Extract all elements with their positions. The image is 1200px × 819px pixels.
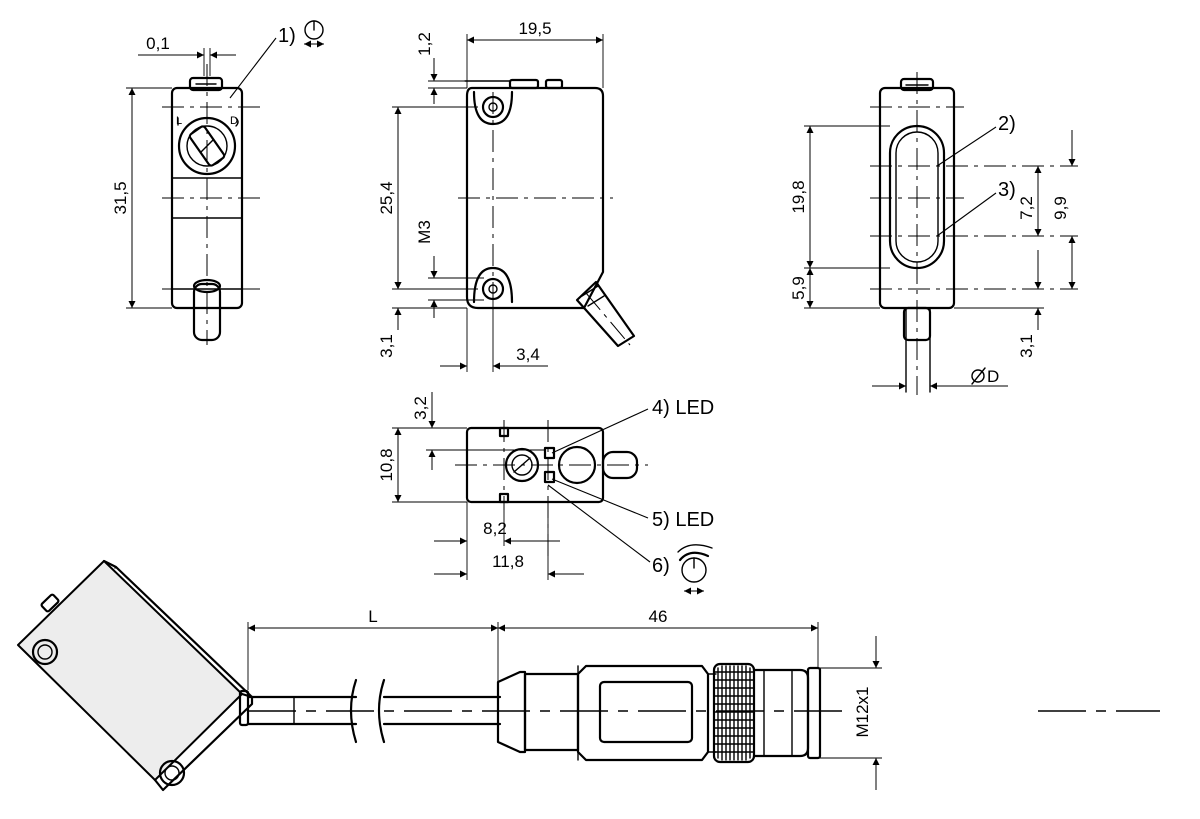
dim-7-2: 7,2: [1017, 196, 1036, 220]
dim-3-4: 3,4: [516, 345, 540, 364]
top-view: 10,8 3,2 8,2 11,8 4) LED 5) LED 6): [377, 392, 714, 595]
callout-4: 4) LED: [652, 397, 714, 419]
dim-3-2: 3,2: [411, 396, 430, 420]
callout-6: 6): [652, 555, 670, 577]
dim-l: L: [368, 607, 377, 626]
dim-19-8: 19,8: [789, 180, 808, 213]
dim-9-9: 9,9: [1051, 196, 1070, 220]
side-view-potentiometer: L D 31,5 0,1 1): [111, 20, 324, 345]
dim-10-8: 10,8: [377, 448, 396, 481]
dim-46: 46: [649, 607, 668, 626]
diameter-symbol: [971, 367, 986, 385]
front-view-lens: 19,8 5,9 7,2 9,9 3,1 D 2) 3): [789, 72, 1078, 395]
dim-19-5: 19,5: [518, 19, 551, 38]
callout-5: 5) LED: [652, 509, 714, 531]
svg-text:L: L: [176, 115, 182, 127]
adjust-dial-icon: [677, 544, 713, 595]
dim-31-5: 31,5: [111, 181, 130, 214]
dim-3-1-front: 3,1: [1017, 334, 1036, 358]
dim-11-8: 11,8: [492, 552, 524, 571]
dim-1-2: 1,2: [415, 32, 434, 56]
dim-0-1: 0,1: [146, 34, 170, 53]
dim-3-1-side: 3,1: [377, 334, 396, 358]
dim-m12x1: M12x1: [853, 686, 872, 737]
cable-connector-view: L 46 M12x1: [17, 559, 1160, 792]
dim-dia-d: D: [987, 367, 999, 386]
dim-m3: M3: [415, 220, 434, 244]
main-side-view: 19,5 1,2 25,4 M3 3,1 3,4: [377, 19, 636, 372]
svg-text:D: D: [230, 115, 238, 127]
callout-3: 3): [998, 179, 1016, 201]
adjust-icon: [304, 20, 324, 48]
callout-1: 1): [278, 25, 296, 47]
dim-25-4: 25,4: [377, 181, 396, 214]
callout-2: 2): [998, 113, 1016, 135]
dim-8-2: 8,2: [483, 519, 507, 538]
dim-5-9: 5,9: [789, 276, 808, 300]
